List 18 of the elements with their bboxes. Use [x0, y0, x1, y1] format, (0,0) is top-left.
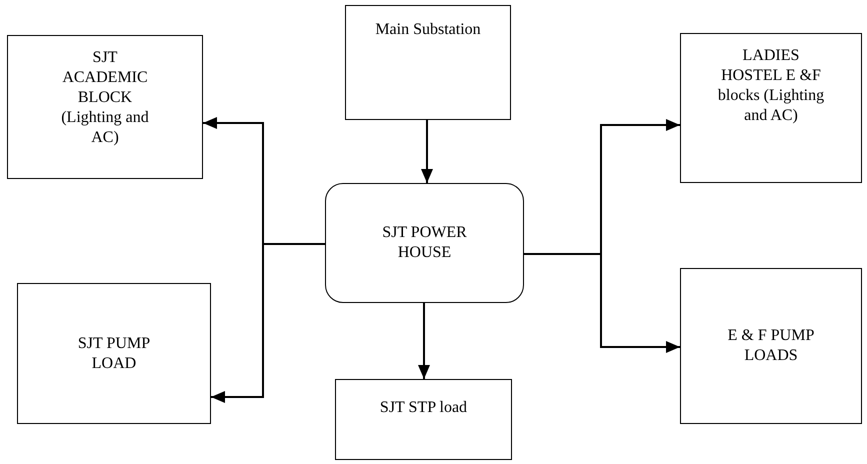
- node-label: E & F PUMP LOADS: [726, 326, 816, 366]
- node-label: SJT STP load: [378, 398, 468, 418]
- process-box: [7, 35, 203, 179]
- process-box: [345, 5, 511, 120]
- arrow: [211, 243, 325, 403]
- node-label: SJT ACADEMIC BLOCK (Lighting and AC): [60, 48, 150, 148]
- rounded-process-box: [325, 183, 524, 303]
- process-box: [335, 379, 512, 460]
- node-label: SJT PUMP LOAD: [76, 334, 152, 374]
- arrow: [524, 253, 680, 353]
- node-label: Main Substation: [374, 20, 482, 40]
- arrow: [418, 303, 430, 379]
- process-box: [680, 33, 862, 183]
- process-box: [680, 268, 862, 424]
- arrow: [421, 120, 433, 183]
- process-box: [17, 283, 211, 424]
- node-label: LADIES HOSTEL E &F blocks (Lighting and AC): [716, 46, 826, 126]
- node-label: SJT POWER HOUSE: [381, 223, 468, 263]
